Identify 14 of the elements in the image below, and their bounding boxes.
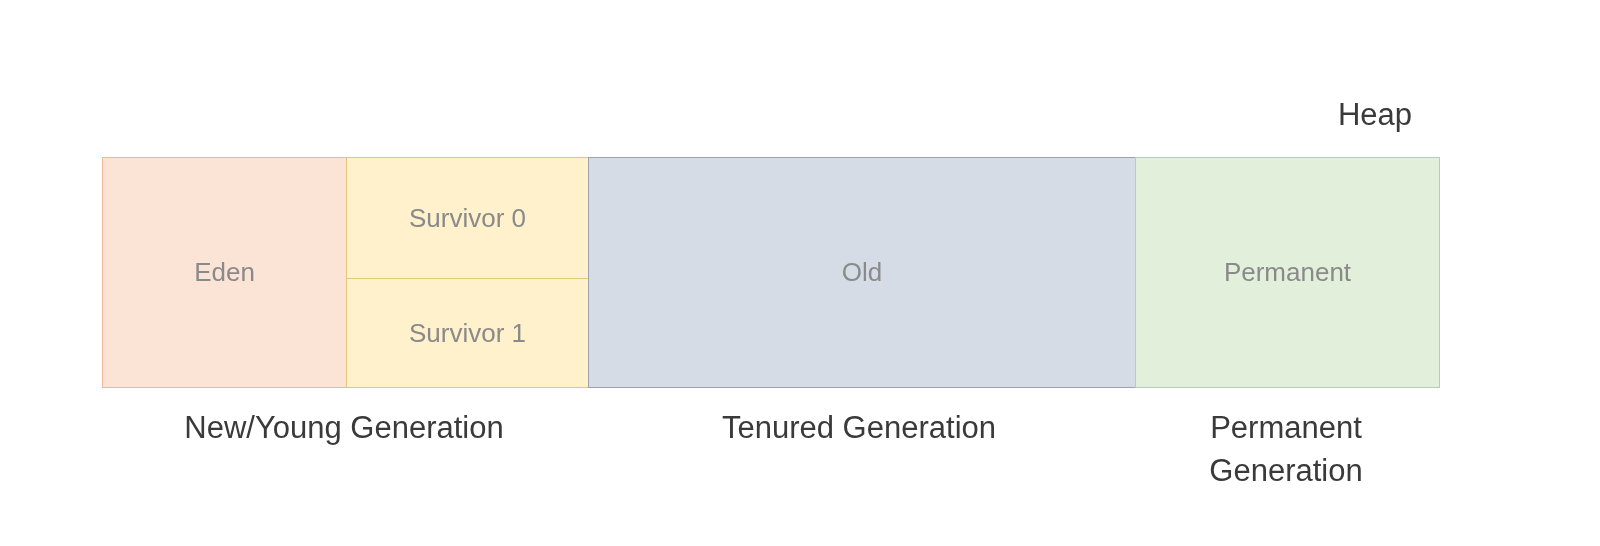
region-label: Eden [194, 257, 255, 288]
generation-label: Tenured Generation [721, 409, 997, 447]
generation-label: New/Young Generation [183, 409, 505, 447]
memory-region [102, 157, 347, 388]
heap-label: Heap [1336, 96, 1414, 134]
memory-region [346, 278, 589, 388]
region-label: Survivor 1 [408, 317, 526, 349]
generation-label: Permanent Generation [1208, 409, 1364, 490]
memory-region [1135, 157, 1440, 388]
region-label: Permanent [1223, 257, 1352, 288]
memory-region [588, 157, 1136, 388]
region-label: Old [841, 257, 883, 288]
memory-region [346, 157, 589, 279]
region-label: Survivor 0 [408, 202, 526, 234]
